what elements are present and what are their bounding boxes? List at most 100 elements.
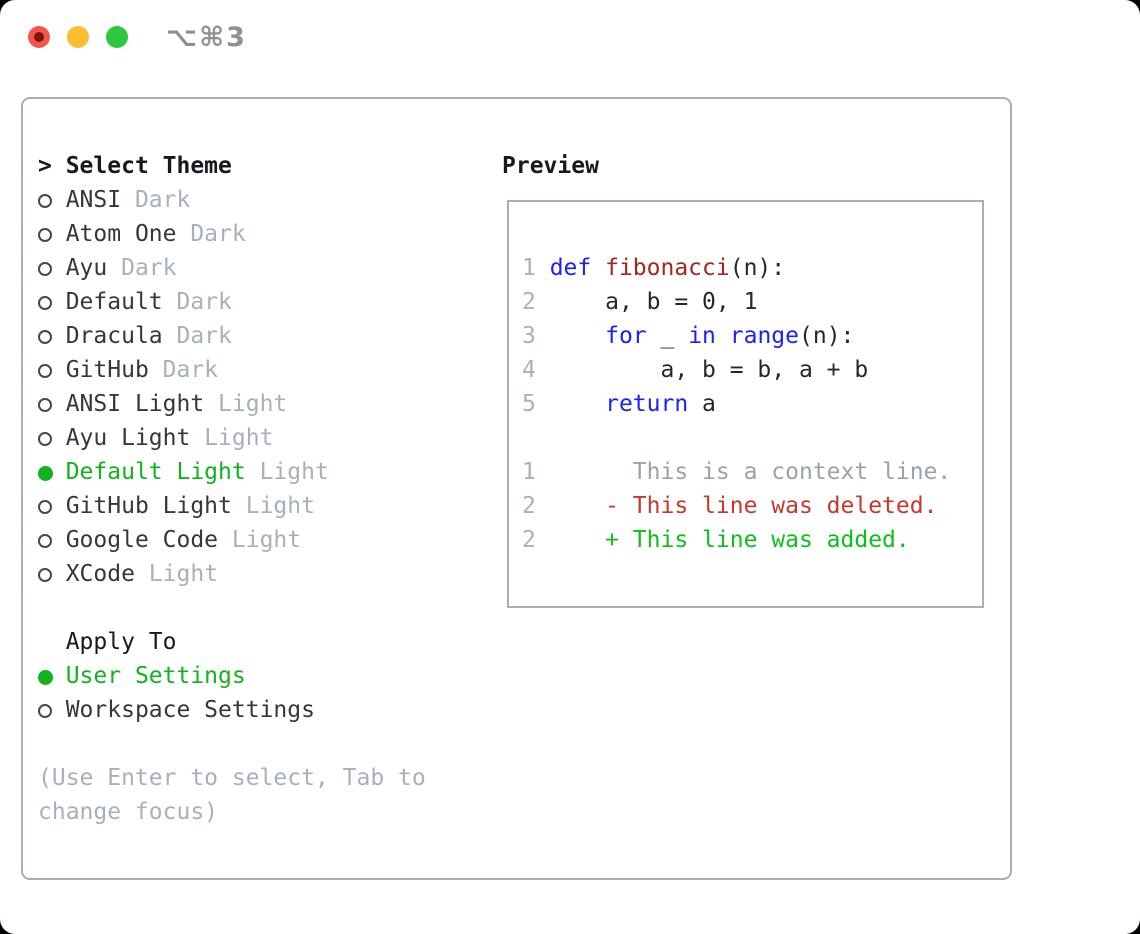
option-label: GitHub <box>51 357 149 383</box>
preview-line: 2 + This line was added. <box>522 523 982 557</box>
code-segment: - This line was deleted. <box>605 493 938 519</box>
theme-option[interactable]: Atom One Dark <box>38 217 426 251</box>
code-segment: fibonacci <box>605 255 730 281</box>
close-icon <box>34 32 44 42</box>
theme-option[interactable]: Default Dark <box>38 285 426 319</box>
code-segment <box>550 323 605 349</box>
preview-line: 2 a, b = 0, 1 <box>522 285 982 319</box>
radio-unselected-icon <box>38 432 52 446</box>
theme-option[interactable]: ANSI Dark <box>38 183 426 217</box>
apply-to-option[interactable]: User Settings <box>38 659 426 693</box>
theme-option[interactable]: XCode Light <box>38 557 426 591</box>
option-variant-label: Dark <box>162 289 232 315</box>
theme-option[interactable]: GitHub Dark <box>38 353 426 387</box>
apply-to-option[interactable]: Workspace Settings <box>38 693 426 727</box>
theme-option[interactable]: Google Code Light <box>38 523 426 557</box>
code-segment <box>536 527 605 553</box>
option-label: Dracula <box>51 323 163 349</box>
spacer <box>38 727 426 761</box>
select-theme-header: > Select Theme <box>38 149 426 183</box>
option-label: ANSI Light <box>51 391 205 417</box>
line-number: 1 <box>522 255 550 281</box>
option-variant-label: Light <box>245 459 329 485</box>
theme-option[interactable]: Ayu Light Light <box>38 421 426 455</box>
option-variant-label: Light <box>134 561 219 587</box>
theme-picker-panel: > Select Theme ANSI Dark Atom One Dark Ay… <box>21 97 1012 880</box>
apply-to-list: User Settings Workspace Settings <box>38 659 426 727</box>
option-label: Default Light <box>51 459 246 485</box>
zoom-button[interactable] <box>106 26 128 48</box>
option-label: Google Code <box>51 527 219 553</box>
theme-option[interactable]: GitHub Light Light <box>38 489 426 523</box>
theme-option[interactable]: Default Light Light <box>38 455 426 489</box>
code-segment <box>536 493 605 519</box>
radio-unselected-icon <box>38 534 52 548</box>
preview-line: 3 for _ in range(n): <box>522 319 982 353</box>
help-text-line: (Use Enter to select, Tab to <box>38 765 426 791</box>
option-label: Ayu <box>51 255 108 281</box>
option-label: User Settings <box>51 663 246 689</box>
radio-selected-icon <box>38 670 53 685</box>
code-segment: def <box>549 255 606 281</box>
apply-to-header: Apply To <box>65 629 177 655</box>
code-segment <box>550 391 605 417</box>
preview-header: Preview <box>502 153 599 179</box>
code-segment <box>716 323 730 349</box>
line-number: 5 <box>522 391 550 417</box>
code-segment: in <box>688 323 716 349</box>
minimize-button[interactable] <box>67 26 89 48</box>
preview-line: 4 a, b = b, a + b <box>522 353 982 387</box>
preview-line: 2 - This line was deleted. <box>522 489 982 523</box>
option-variant-label: Dark <box>176 221 246 247</box>
code-segment: a, b = 0, 1 <box>549 289 758 315</box>
code-segment: + This line was added. <box>605 527 910 553</box>
line-number: 3 <box>522 323 550 349</box>
theme-selector-column: > Select Theme ANSI Dark Atom One Dark Ay… <box>38 149 426 829</box>
select-theme-title: Select Theme <box>65 153 232 179</box>
option-label: GitHub Light <box>51 493 232 519</box>
option-variant-label: Dark <box>121 187 191 213</box>
preview-blank-line <box>522 421 982 455</box>
radio-unselected-icon <box>38 500 52 514</box>
code-segment: This is a context line. <box>535 459 952 485</box>
radio-unselected-icon <box>38 398 52 412</box>
radio-unselected-icon <box>38 194 52 208</box>
code-segment: range <box>729 323 799 349</box>
radio-unselected-icon <box>38 228 52 242</box>
option-variant-label: Light <box>204 391 288 417</box>
theme-option[interactable]: Ayu Dark <box>38 251 426 285</box>
line-number: 2 <box>522 493 536 519</box>
code-segment: a, b = b, a + b <box>549 357 869 383</box>
code-segment: for <box>605 323 647 349</box>
help-text-line: change focus) <box>38 799 219 825</box>
code-segment: a <box>688 391 716 417</box>
preview-line: 1 This is a context line. <box>522 455 982 489</box>
radio-unselected-icon <box>38 704 52 718</box>
preview-blank-line <box>522 557 982 591</box>
radio-unselected-icon <box>38 364 52 378</box>
radio-unselected-icon <box>38 262 52 276</box>
option-variant-label: Light <box>231 493 315 519</box>
option-variant-label: Dark <box>148 357 219 383</box>
theme-option[interactable]: Dracula Dark <box>38 319 426 353</box>
prompt-caret-icon: > <box>38 153 52 179</box>
theme-option[interactable]: ANSI Light Light <box>38 387 426 421</box>
line-number: 4 <box>522 357 550 383</box>
option-label: XCode <box>51 561 135 587</box>
close-button[interactable] <box>28 26 50 48</box>
option-label: Ayu Light <box>51 425 191 451</box>
radio-unselected-icon <box>38 568 52 582</box>
spacer <box>38 591 426 625</box>
option-variant-label: Light <box>218 527 302 553</box>
code-segment: return <box>605 391 689 417</box>
option-label: Default <box>51 289 163 315</box>
radio-selected-icon <box>38 466 53 481</box>
keyboard-shortcut-label: ⌥⌘3 <box>166 22 247 53</box>
option-variant-label: Light <box>190 425 274 451</box>
code-segment: (n): <box>729 255 786 281</box>
titlebar: ⌥⌘3 <box>0 0 1140 76</box>
option-label: ANSI <box>51 187 122 213</box>
radio-unselected-icon <box>38 296 52 310</box>
preview-line: 5 return a <box>522 387 982 421</box>
